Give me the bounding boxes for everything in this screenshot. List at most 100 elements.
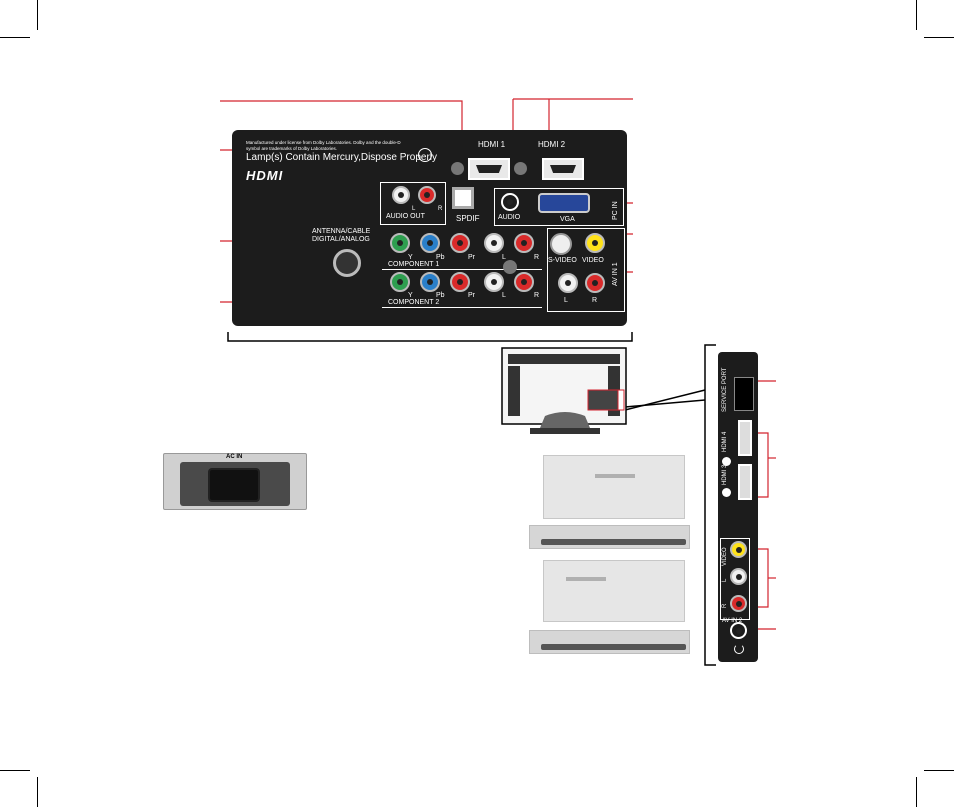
component2-r-jack[interactable] (514, 272, 534, 292)
audio-out-right-label: R (438, 206, 443, 212)
component1-y-label: Y (408, 254, 413, 261)
component2-y-jack[interactable] (390, 272, 410, 292)
service-port[interactable] (734, 377, 754, 411)
component-divider (382, 307, 542, 308)
av-in-1-box (547, 228, 625, 312)
component2-l-jack[interactable] (484, 272, 504, 292)
component2-y-label: Y (408, 292, 413, 299)
side-panel: SERVICE PORT HDMI 4 HDMI 3 VIDEO L R AV … (718, 352, 758, 662)
hdmi-mount-screw (514, 162, 527, 175)
antenna-label-line2: DIGITAL/ANALOG (312, 236, 370, 243)
audio-out-box (380, 182, 446, 225)
audio-out-label: AUDIO OUT (386, 213, 425, 220)
component2-l-label: L (502, 292, 506, 299)
av2-video-jack[interactable] (730, 541, 747, 558)
audio-out-left-label: L (412, 206, 416, 212)
pc-in-box (494, 188, 624, 226)
component2-pr-jack[interactable] (450, 272, 470, 292)
component2-pr-label: Pr (468, 292, 475, 299)
crop-mark (0, 37, 30, 38)
crop-mark (916, 0, 917, 30)
pc-audio-jack[interactable] (501, 193, 519, 211)
service-port-label: SERVICE PORT (722, 367, 728, 412)
component-mount-screw (503, 260, 517, 274)
menu-screen-1 (543, 455, 685, 519)
audio-out-right-jack[interactable] (418, 186, 436, 204)
av1-left-label: L (564, 297, 568, 304)
crop-mark (916, 777, 917, 807)
component1-y-jack[interactable] (390, 233, 410, 253)
menu-screen-2 (543, 560, 685, 622)
av1-left-jack[interactable] (558, 273, 578, 293)
component1-pr-label: Pr (468, 254, 475, 261)
menu-bar-2 (529, 630, 690, 654)
pc-audio-label: AUDIO (498, 214, 521, 221)
component1-pb-label: Pb (436, 254, 445, 261)
av1-right-jack[interactable] (585, 273, 605, 293)
component1-r-label: R (534, 254, 540, 261)
menu-status-bar (541, 644, 686, 650)
hdmi2-label: HDMI 2 (538, 140, 566, 149)
component1-label: COMPONENT 1 (388, 261, 440, 268)
av1-video-jack[interactable] (585, 233, 605, 253)
av2-right-jack[interactable] (730, 595, 747, 612)
audio-out-left-jack[interactable] (392, 186, 410, 204)
component1-pb-jack[interactable] (420, 233, 440, 253)
menu-highlight (566, 577, 606, 581)
av1-right-label: R (592, 297, 598, 304)
component1-pr-jack[interactable] (450, 233, 470, 253)
av-in-2-label: AV IN 2 (722, 618, 743, 624)
crop-mark (0, 770, 30, 771)
hdmi3-port[interactable] (738, 464, 752, 500)
menu-status-bar (541, 539, 686, 545)
av1-video-label: VIDEO (582, 257, 604, 264)
pc-in-label: PC IN (612, 201, 619, 220)
hdmi4-label: HDMI 4 (722, 431, 728, 452)
hdmi2-port[interactable] (542, 158, 584, 180)
component1-l-label: L (502, 254, 506, 261)
crop-mark (924, 37, 954, 38)
lamp-warning: Lamp(s) Contain Mercury,Dispose Properly (246, 152, 437, 163)
svideo-label: S-VIDEO (548, 257, 577, 264)
av2-left-label: L (722, 578, 728, 582)
ac-power-socket[interactable] (208, 468, 260, 502)
spdif-label: SPDIF (456, 214, 480, 223)
headphone-icon (734, 644, 744, 654)
antenna-label-line1: ANTENNA/CABLE (312, 228, 371, 235)
component2-pb-jack[interactable] (420, 272, 440, 292)
ac-in-label: AC IN (226, 454, 243, 460)
svideo-port[interactable] (550, 233, 572, 255)
crop-mark (37, 0, 38, 30)
av2-left-jack[interactable] (730, 568, 747, 585)
hdmi4-port[interactable] (738, 420, 752, 456)
hdmi-logo: HDMI (246, 168, 284, 183)
rear-panel: Manufactured under license from Dolby La… (232, 130, 627, 326)
spdif-port[interactable] (452, 187, 474, 209)
av-in-2-box (720, 538, 750, 620)
hdmi1-port[interactable] (468, 158, 510, 180)
menu-highlight (595, 474, 635, 478)
hdmi3-label: HDMI 3 (722, 464, 728, 485)
crop-mark (924, 770, 954, 771)
crop-mark (37, 777, 38, 807)
hdmi1-label: HDMI 1 (478, 140, 506, 149)
component-divider (382, 269, 542, 270)
hdmi-mount-screw (451, 162, 464, 175)
vga-label: VGA (560, 216, 575, 223)
component1-r-jack[interactable] (514, 233, 534, 253)
av2-right-label: R (722, 603, 728, 608)
headphone-jack[interactable] (730, 622, 747, 639)
menu-bar-1 (529, 525, 690, 549)
component1-l-jack[interactable] (484, 233, 504, 253)
recycle-icon (418, 148, 432, 162)
component2-pb-label: Pb (436, 292, 445, 299)
av-in-1-label: AV IN 1 (612, 262, 619, 286)
av2-video-label: VIDEO (722, 547, 728, 566)
antenna-connector[interactable] (333, 249, 361, 277)
vga-port[interactable] (538, 193, 590, 213)
component2-label: COMPONENT 2 (388, 299, 440, 306)
component2-r-label: R (534, 292, 540, 299)
tv-back-illustration (501, 347, 627, 434)
license-note: Manufactured under license from Dolby La… (246, 140, 401, 151)
